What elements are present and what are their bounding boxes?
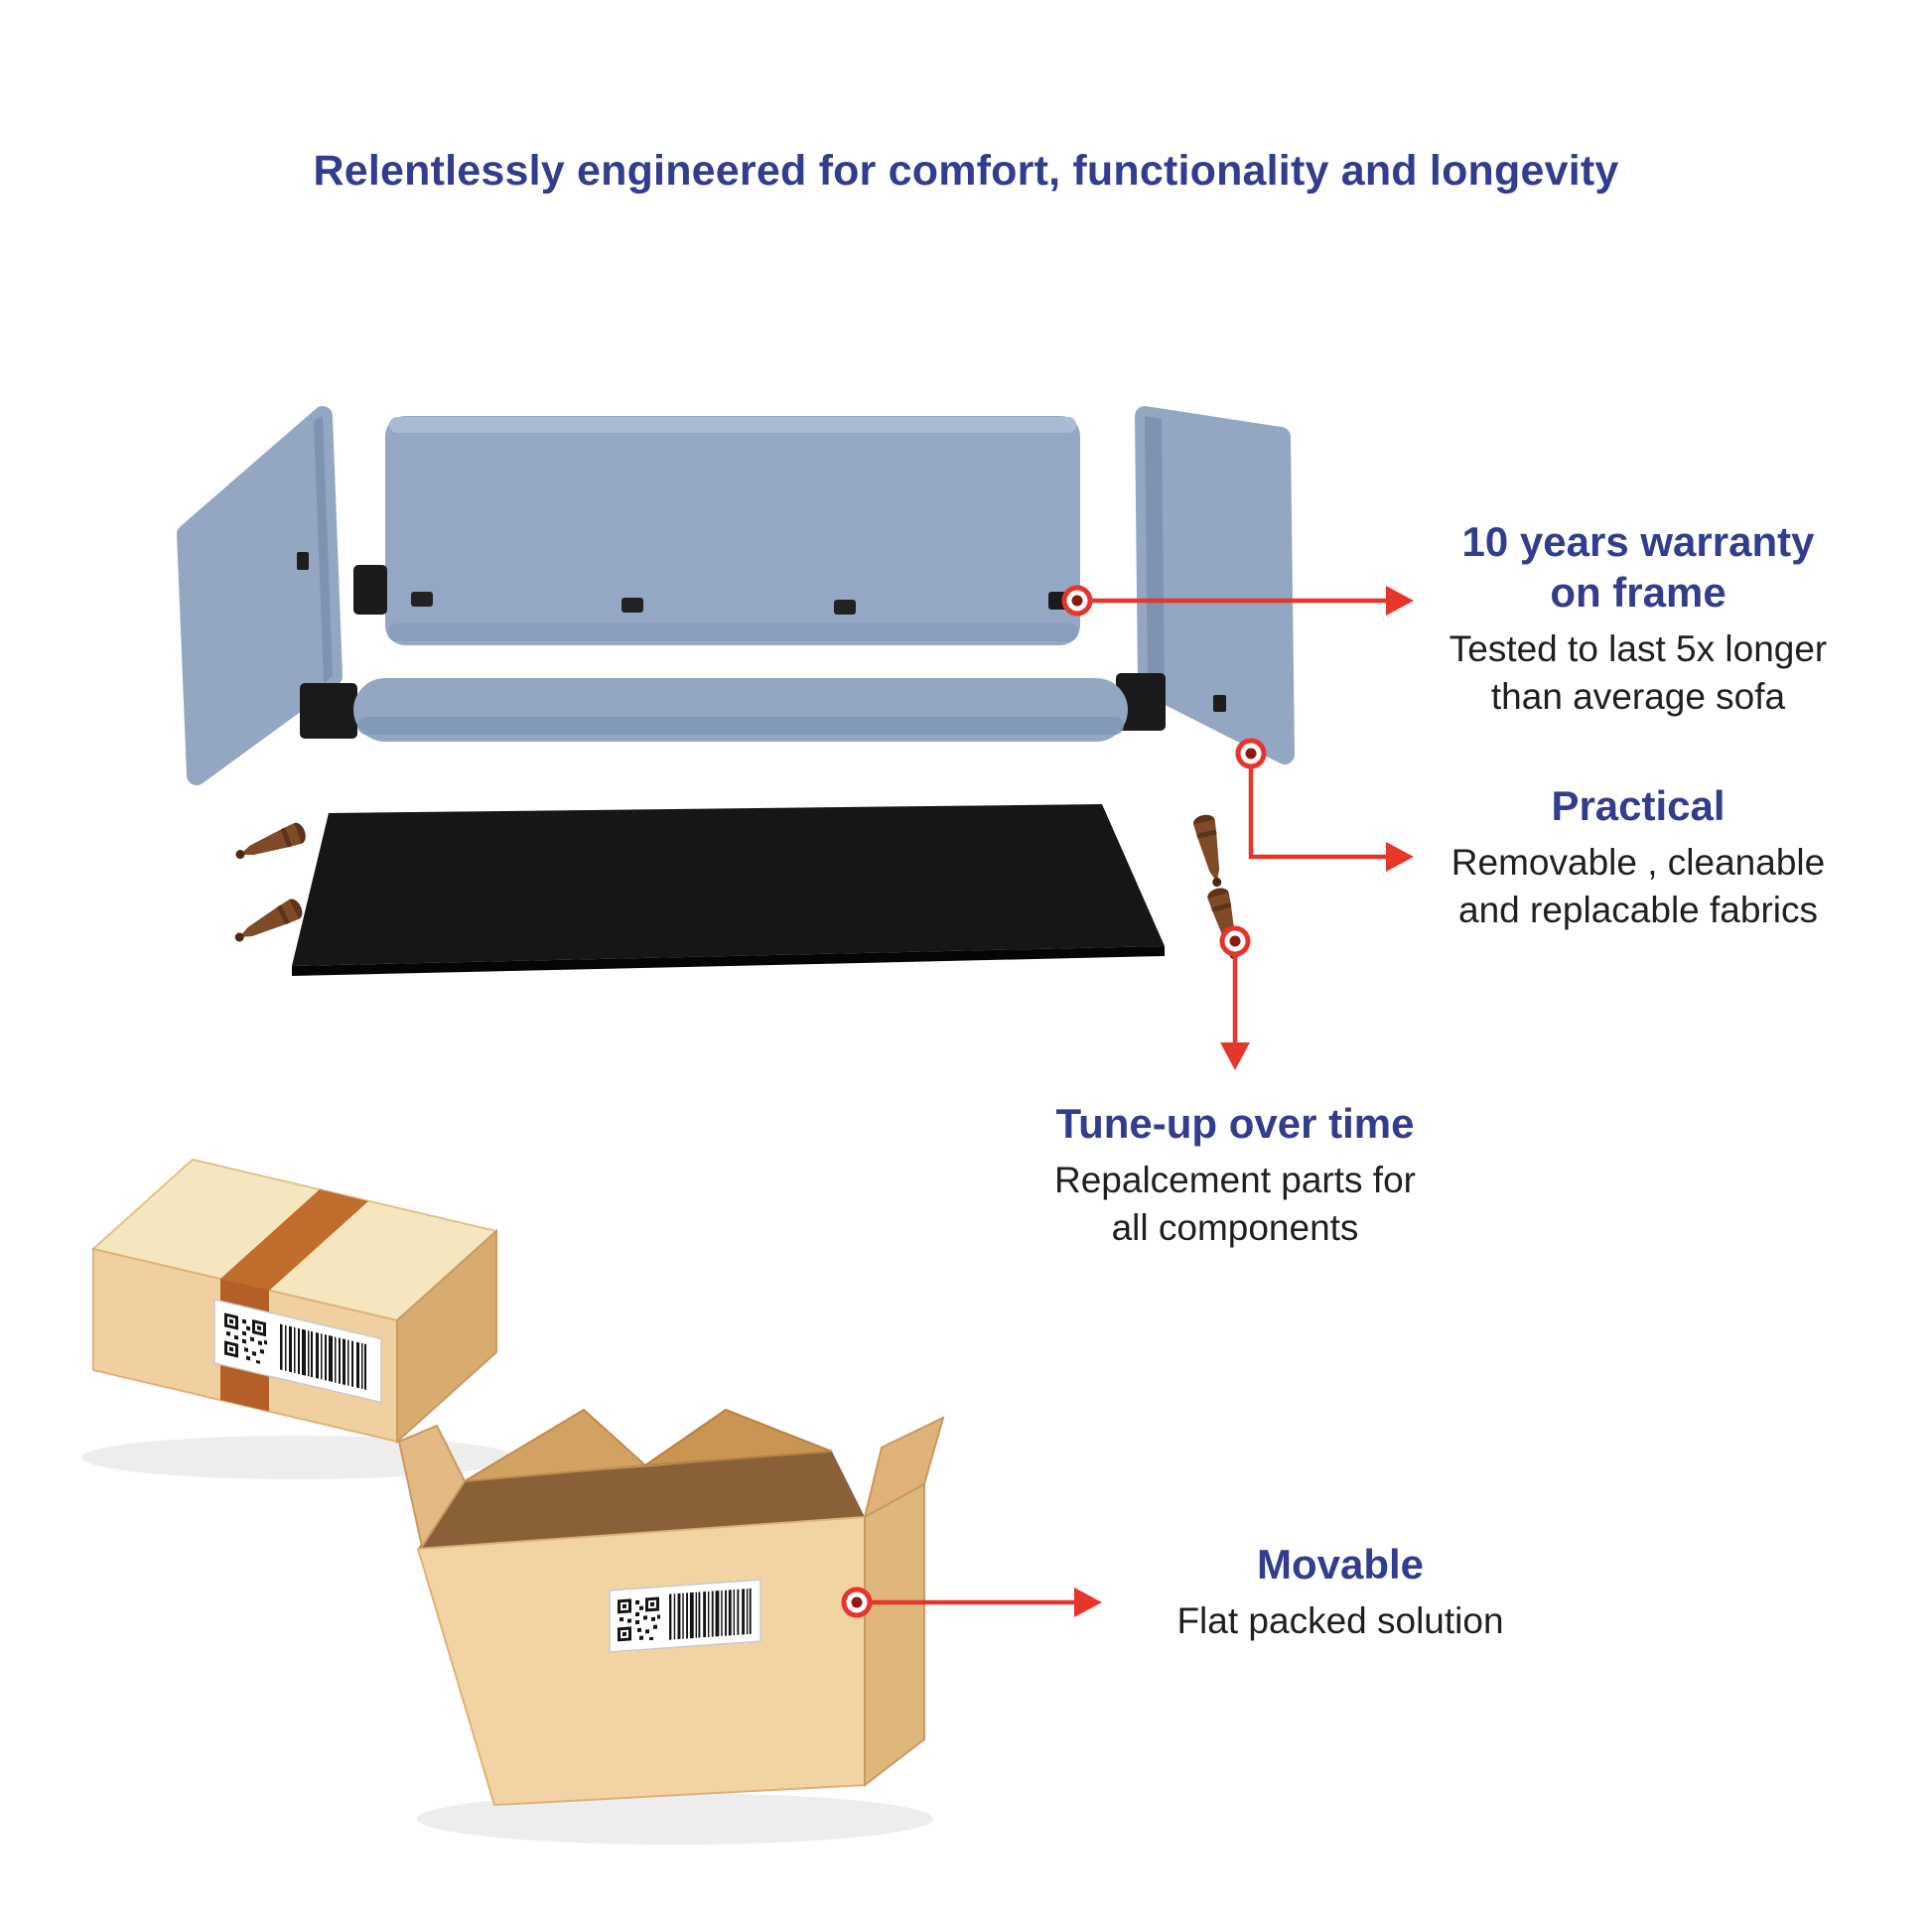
arrow-right-icon [1386, 586, 1414, 616]
arrow-right-icon [1074, 1587, 1102, 1617]
sofa-seat-cushion [300, 673, 1166, 742]
callout-practical: Practical Removable , cleanable and repl… [1440, 780, 1837, 933]
callout-warranty-heading: 10 years warranty on frame [1461, 518, 1815, 617]
callout-movable: Movable Flat packed solution [1142, 1539, 1539, 1645]
sofa-left-arm-panel [177, 406, 343, 785]
arrow-down-icon [1220, 1042, 1250, 1070]
callout-tuneup-body: Repalcement parts for all components [1053, 1160, 1416, 1248]
page-title: Relentlessly engineered for comfort, fun… [313, 147, 1619, 195]
callout-practical-body: Removable , cleanable and replacable fab… [1450, 842, 1826, 930]
callout-tuneup-heading: Tune-up over time [1055, 1100, 1415, 1147]
shipping-label [213, 1299, 382, 1404]
shipping-label [609, 1579, 761, 1653]
qr-code-icon [616, 1594, 661, 1644]
sofa-leg [1191, 812, 1229, 890]
sofa-back-panel [353, 416, 1080, 645]
sofa-leg [231, 820, 309, 867]
callout-marker-icon [1238, 741, 1264, 766]
sofa-right-arm-panel [1135, 406, 1295, 764]
callout-tuneup: Tune-up over time Repalcement parts for … [1036, 1098, 1434, 1251]
open-shipping-box [397, 1408, 945, 1845]
sofa-exploded-illustration [177, 406, 1295, 976]
callout-marker-icon [844, 1589, 870, 1615]
callout-connectors [871, 586, 1414, 1617]
arrow-right-icon [1386, 842, 1414, 872]
callout-movable-heading: Movable [1256, 1541, 1425, 1587]
connector-line-practical [1248, 766, 1386, 860]
closed-shipping-box [81, 1158, 514, 1479]
sofa-leg [230, 896, 306, 949]
sofa-base-panel [292, 804, 1165, 976]
callout-warranty: 10 years warranty on frame Tested to las… [1440, 516, 1837, 720]
callout-marker-icon [1064, 588, 1090, 614]
callout-marker-icon [1222, 928, 1248, 954]
callout-warranty-body: Tested to last 5x longer than average so… [1449, 628, 1828, 717]
callout-movable-body: Flat packed solution [1176, 1600, 1504, 1642]
callout-practical-heading: Practical [1551, 782, 1725, 829]
